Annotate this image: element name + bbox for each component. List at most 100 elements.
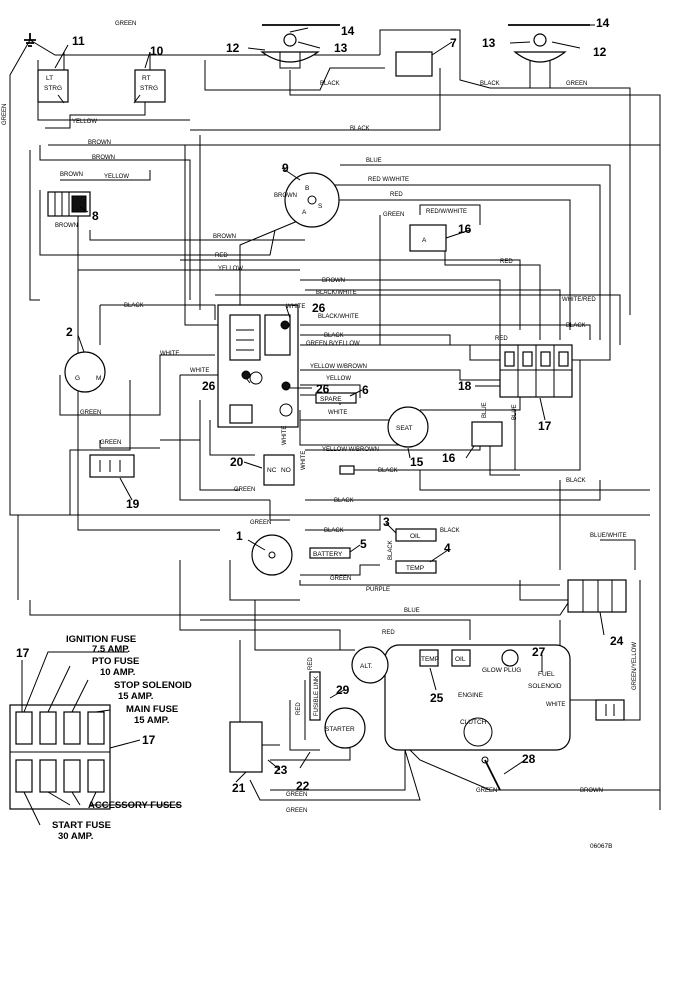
callout-14-left: 14 [341, 24, 355, 38]
stop-solenoid-label: STOP SOLENOID [114, 680, 192, 691]
callout-22: 22 [296, 779, 310, 793]
lbl-black-white: BLACK/WHITE [316, 290, 357, 296]
lbl-white-red: WHITE/RED [562, 297, 596, 303]
lbl-brown-9: BROWN [274, 193, 297, 199]
callout-17-legend: 17 [16, 646, 30, 660]
callout-16-lower: 16 [442, 451, 456, 465]
headlight-left [260, 24, 340, 69]
lbl-blue-3: BLUE [512, 404, 518, 420]
lbl-green-yellow-2: GREEN/YELLOW [632, 642, 638, 690]
fuse-block-18 [499, 344, 573, 398]
lbl-red-1: RED [390, 192, 403, 198]
lbl-green-2: GREEN [566, 81, 587, 87]
wire-brown-3 [48, 144, 220, 326]
fuel-solenoid-label-2: SOLENOID [528, 683, 562, 690]
lbl-black-white-2: BLACK/WHITE [318, 314, 359, 320]
wire-white-4 [179, 375, 270, 501]
wire-24-left [519, 580, 590, 601]
lbl-red-3: RED [500, 259, 513, 265]
switch-20-no: NO [281, 467, 291, 474]
callout-26-c: 26 [316, 382, 330, 396]
eng-white-label: WHITE [546, 702, 565, 708]
engine-side-connector [595, 699, 625, 721]
wire-yellow-seat [299, 410, 401, 446]
ground-symbol-top [24, 33, 36, 47]
wire-white-red [215, 294, 621, 345]
lbl-blue-1: BLUE [366, 158, 382, 164]
callout-5: 5 [360, 537, 367, 551]
switch-20-nc: NC [267, 467, 277, 474]
callout-13-right: 13 [482, 36, 496, 50]
wire-alt [254, 600, 355, 651]
wire-green-19 [160, 439, 201, 450]
central-harness-module [217, 304, 299, 428]
accessory-fuses-label: ACCESSORY FUSES [88, 800, 182, 811]
callout-14-right: 14 [596, 16, 610, 30]
start-fuse-amp: 30 AMP. [58, 831, 93, 842]
lbl-brown-1: BROWN [88, 140, 111, 146]
starter: STARTER [324, 707, 366, 749]
lbl-red-5: RED [382, 630, 395, 636]
rt-strg-switch: RT STRG [133, 69, 166, 104]
connector-8 [47, 191, 91, 217]
wire-purple [299, 580, 560, 586]
wire-white-2 [69, 380, 131, 515]
engine-label: ENGINE [458, 692, 484, 699]
callout-11: 11 [72, 34, 85, 48]
wire-green-20 [199, 400, 240, 491]
wire-seat-a [300, 410, 401, 421]
sensor-28 [481, 756, 501, 791]
fusible-label: FUSIBLE LINK [314, 676, 320, 716]
lbl-yellow-1: YELLOW [72, 119, 97, 125]
lbl-green-5: GREEN [234, 487, 255, 493]
callout-4: 4 [444, 541, 451, 555]
wire-yellow-strg [45, 100, 146, 129]
lbl-black-7: BLACK [378, 468, 398, 474]
lbl-brown-3: BROWN [55, 223, 78, 229]
wire-brown-bottom [404, 744, 661, 810]
plug-connector [339, 465, 355, 475]
spare-label: SPARE [320, 396, 342, 403]
wire-yellow-8 [60, 170, 151, 181]
stop-solenoid-amp: 15 AMP. [118, 691, 153, 702]
wire-green-19b [99, 440, 160, 449]
wire-green-left-perimeter [9, 39, 650, 516]
wire-seat-b [420, 395, 521, 411]
lbl-green-yellow: GREEN B/YELLOW [306, 341, 360, 347]
wire-29 [289, 700, 320, 751]
wire-red-3 [180, 259, 521, 330]
lbl-purple: PURPLE [366, 587, 390, 593]
spare-connector-6: SPARE WHITE [315, 392, 357, 416]
callout-21: 21 [232, 781, 246, 795]
lbl-black-5: BLACK [324, 333, 344, 339]
lbl-white-3: WHITE [190, 368, 209, 374]
lbl-green-10: GREEN [476, 788, 497, 794]
relay-16-upper: A [409, 224, 447, 252]
ignition-fuse-label: IGNITION FUSE [66, 634, 136, 645]
callout-19: 19 [126, 497, 140, 511]
callout-3: 3 [383, 515, 390, 529]
wire-blue-eng [200, 619, 471, 640]
fusible-link-29: FUSIBLE LINK [309, 671, 321, 721]
callout-10: 10 [150, 44, 164, 58]
wire-black-long [419, 470, 650, 491]
connector-24 [567, 579, 627, 613]
callouts: 11 10 14 13 12 14 13 12 7 9 8 16 26 26 2… [54, 16, 624, 795]
relay-7 [395, 51, 433, 77]
wire-yellow-brown [300, 369, 500, 381]
callout-6: 6 [362, 383, 369, 397]
lbl-blue-4: BLUE [404, 608, 420, 614]
rt-strg-label-2: STRG [140, 85, 158, 92]
callout-27: 27 [532, 645, 546, 659]
wire-green-1 [269, 500, 290, 521]
lbl-brown-2: BROWN [92, 155, 115, 161]
lbl-green-6: GREEN [250, 520, 271, 526]
callout-7: 7 [450, 36, 457, 50]
callout-20: 20 [230, 455, 244, 469]
drawing-code: 06067B [590, 843, 612, 850]
lbl-black-3: BLACK [350, 126, 370, 132]
wire-red-white-16 [419, 204, 481, 225]
lbl-black-2: BLACK [480, 81, 500, 87]
lbl-green-16: GREEN [383, 212, 404, 218]
lbl-red-white-2: RED/W/WHITE [426, 209, 467, 215]
